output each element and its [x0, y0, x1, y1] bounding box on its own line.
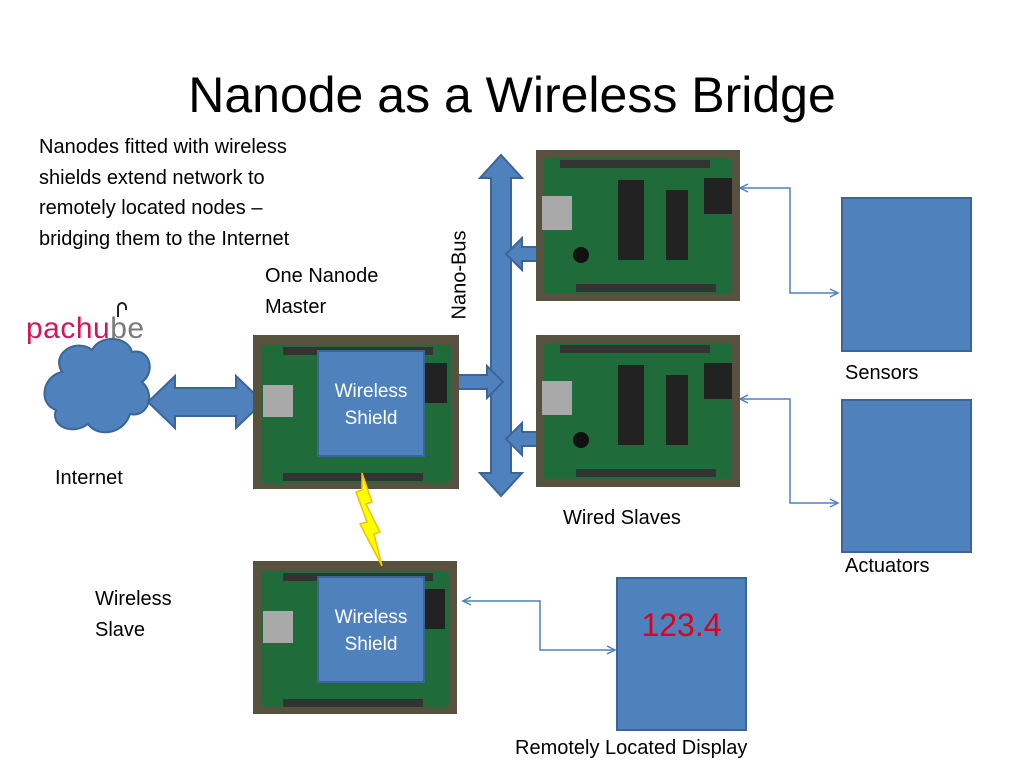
actuator-arrowhead-left	[738, 394, 749, 404]
master-label: One Nanode Master	[265, 261, 378, 322]
actuators-label: Actuators	[845, 555, 930, 577]
cloud-icon	[43, 338, 151, 434]
wireless-slave-label-line: Wireless	[95, 588, 172, 610]
description-line: shields extend network to	[39, 166, 265, 189]
lightning-bolt-icon	[355, 472, 383, 567]
sensors-label: Sensors	[845, 362, 919, 384]
description-line: bridging them to the Internet	[39, 227, 290, 250]
logo-hook-icon	[117, 302, 127, 317]
nano-bus-label: Nano-Bus	[448, 230, 471, 320]
display-arrowhead-left	[461, 596, 472, 606]
pachube-logo: pachube	[26, 312, 145, 346]
display-label: Remotely Located Display	[515, 737, 748, 759]
display-arrowhead-right	[606, 645, 617, 655]
remote-display-box: 123.4	[616, 577, 747, 731]
wireless-slave-label: Wireless Slave	[95, 584, 172, 645]
sensors-box	[841, 197, 972, 352]
actuator-arrowhead-right	[829, 498, 840, 508]
shield-label-line: Wireless	[334, 381, 408, 402]
sensor-arrowhead-right	[829, 288, 840, 298]
wired-slaves-label: Wired Slaves	[563, 507, 681, 529]
description-line: Nanodes fitted with wireless	[39, 136, 287, 158]
actuator-connector	[740, 398, 838, 504]
slave-wireless-shield: Wireless Shield	[317, 576, 425, 683]
description-text: Nanodes fitted with wireless shields ext…	[39, 132, 289, 254]
nano-bus-arrow	[477, 153, 525, 498]
internet-label: Internet	[55, 467, 123, 489]
internet-master-arrow	[146, 373, 265, 431]
wired-slave-2-image	[536, 335, 740, 487]
display-connector	[463, 600, 615, 651]
shield-label-line: Shield	[344, 408, 398, 429]
wired-slave-1-image	[536, 150, 740, 301]
description-line: remotely located nodes –	[39, 197, 263, 219]
master-label-line: Master	[265, 295, 327, 318]
display-reading: 123.4	[641, 607, 722, 643]
shield-label-line: Wireless	[334, 607, 408, 628]
shield-label-line: Shield	[344, 634, 398, 655]
master-label-line: One Nanode	[265, 265, 379, 287]
slide-title: Nanode as a Wireless Bridge	[188, 67, 836, 123]
master-wireless-shield: Wireless Shield	[317, 350, 425, 457]
wireless-slave-label-line: Slave	[95, 618, 146, 641]
logo-text-part1: pachu	[26, 312, 111, 345]
nano-bus-label-wrap: Nano-Bus	[440, 225, 480, 325]
sensor-arrowhead-left	[738, 183, 749, 193]
sensor-connector	[740, 187, 838, 294]
actuators-box	[841, 399, 972, 553]
